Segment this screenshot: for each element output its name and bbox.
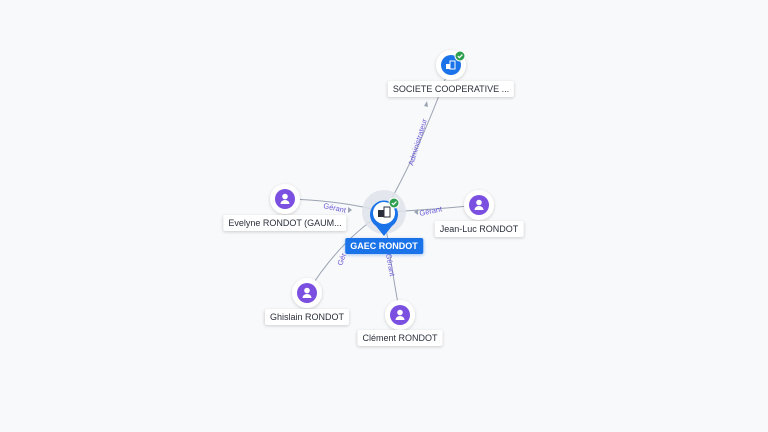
node-center[interactable] (362, 190, 406, 236)
verified-check-icon (454, 50, 466, 62)
edge-label-gerant-ghislain: Gér (335, 251, 348, 266)
edge-label-administrateur: Administrateur (406, 117, 429, 166)
node-jeanluc[interactable] (464, 190, 494, 220)
arrow-evelyne (348, 207, 352, 213)
node-label-jeanluc[interactable]: Jean-Luc RONDOT (434, 221, 524, 237)
edge-arrows (348, 101, 428, 215)
arrow-jeanluc (414, 209, 418, 215)
person-icon (395, 309, 405, 320)
node-label-center[interactable]: GAEC RONDOT (345, 238, 423, 254)
building-icon (446, 60, 456, 70)
arrow-administrateur (424, 101, 428, 107)
node-evelyne[interactable] (270, 184, 300, 214)
node-label-societe[interactable]: SOCIETE COOPERATIVE ... (387, 81, 515, 97)
verified-check-icon (388, 197, 400, 209)
person-icon (302, 287, 312, 298)
node-ghislain[interactable] (292, 278, 322, 308)
edge-label-gerant-jeanluc: Gérant (419, 204, 444, 218)
node-clement[interactable] (385, 300, 415, 330)
node-label-evelyne[interactable]: Evelyne RONDOT (GAUM... (223, 215, 347, 231)
node-label-ghislain[interactable]: Ghislain RONDOT (264, 309, 350, 325)
person-icon (474, 199, 484, 210)
node-societe[interactable] (436, 50, 466, 80)
person-icon (280, 193, 290, 204)
edge-label-gerant-clement: Gérant (384, 253, 397, 278)
building-icon (378, 206, 391, 218)
node-label-clement[interactable]: Clément RONDOT (357, 330, 443, 346)
